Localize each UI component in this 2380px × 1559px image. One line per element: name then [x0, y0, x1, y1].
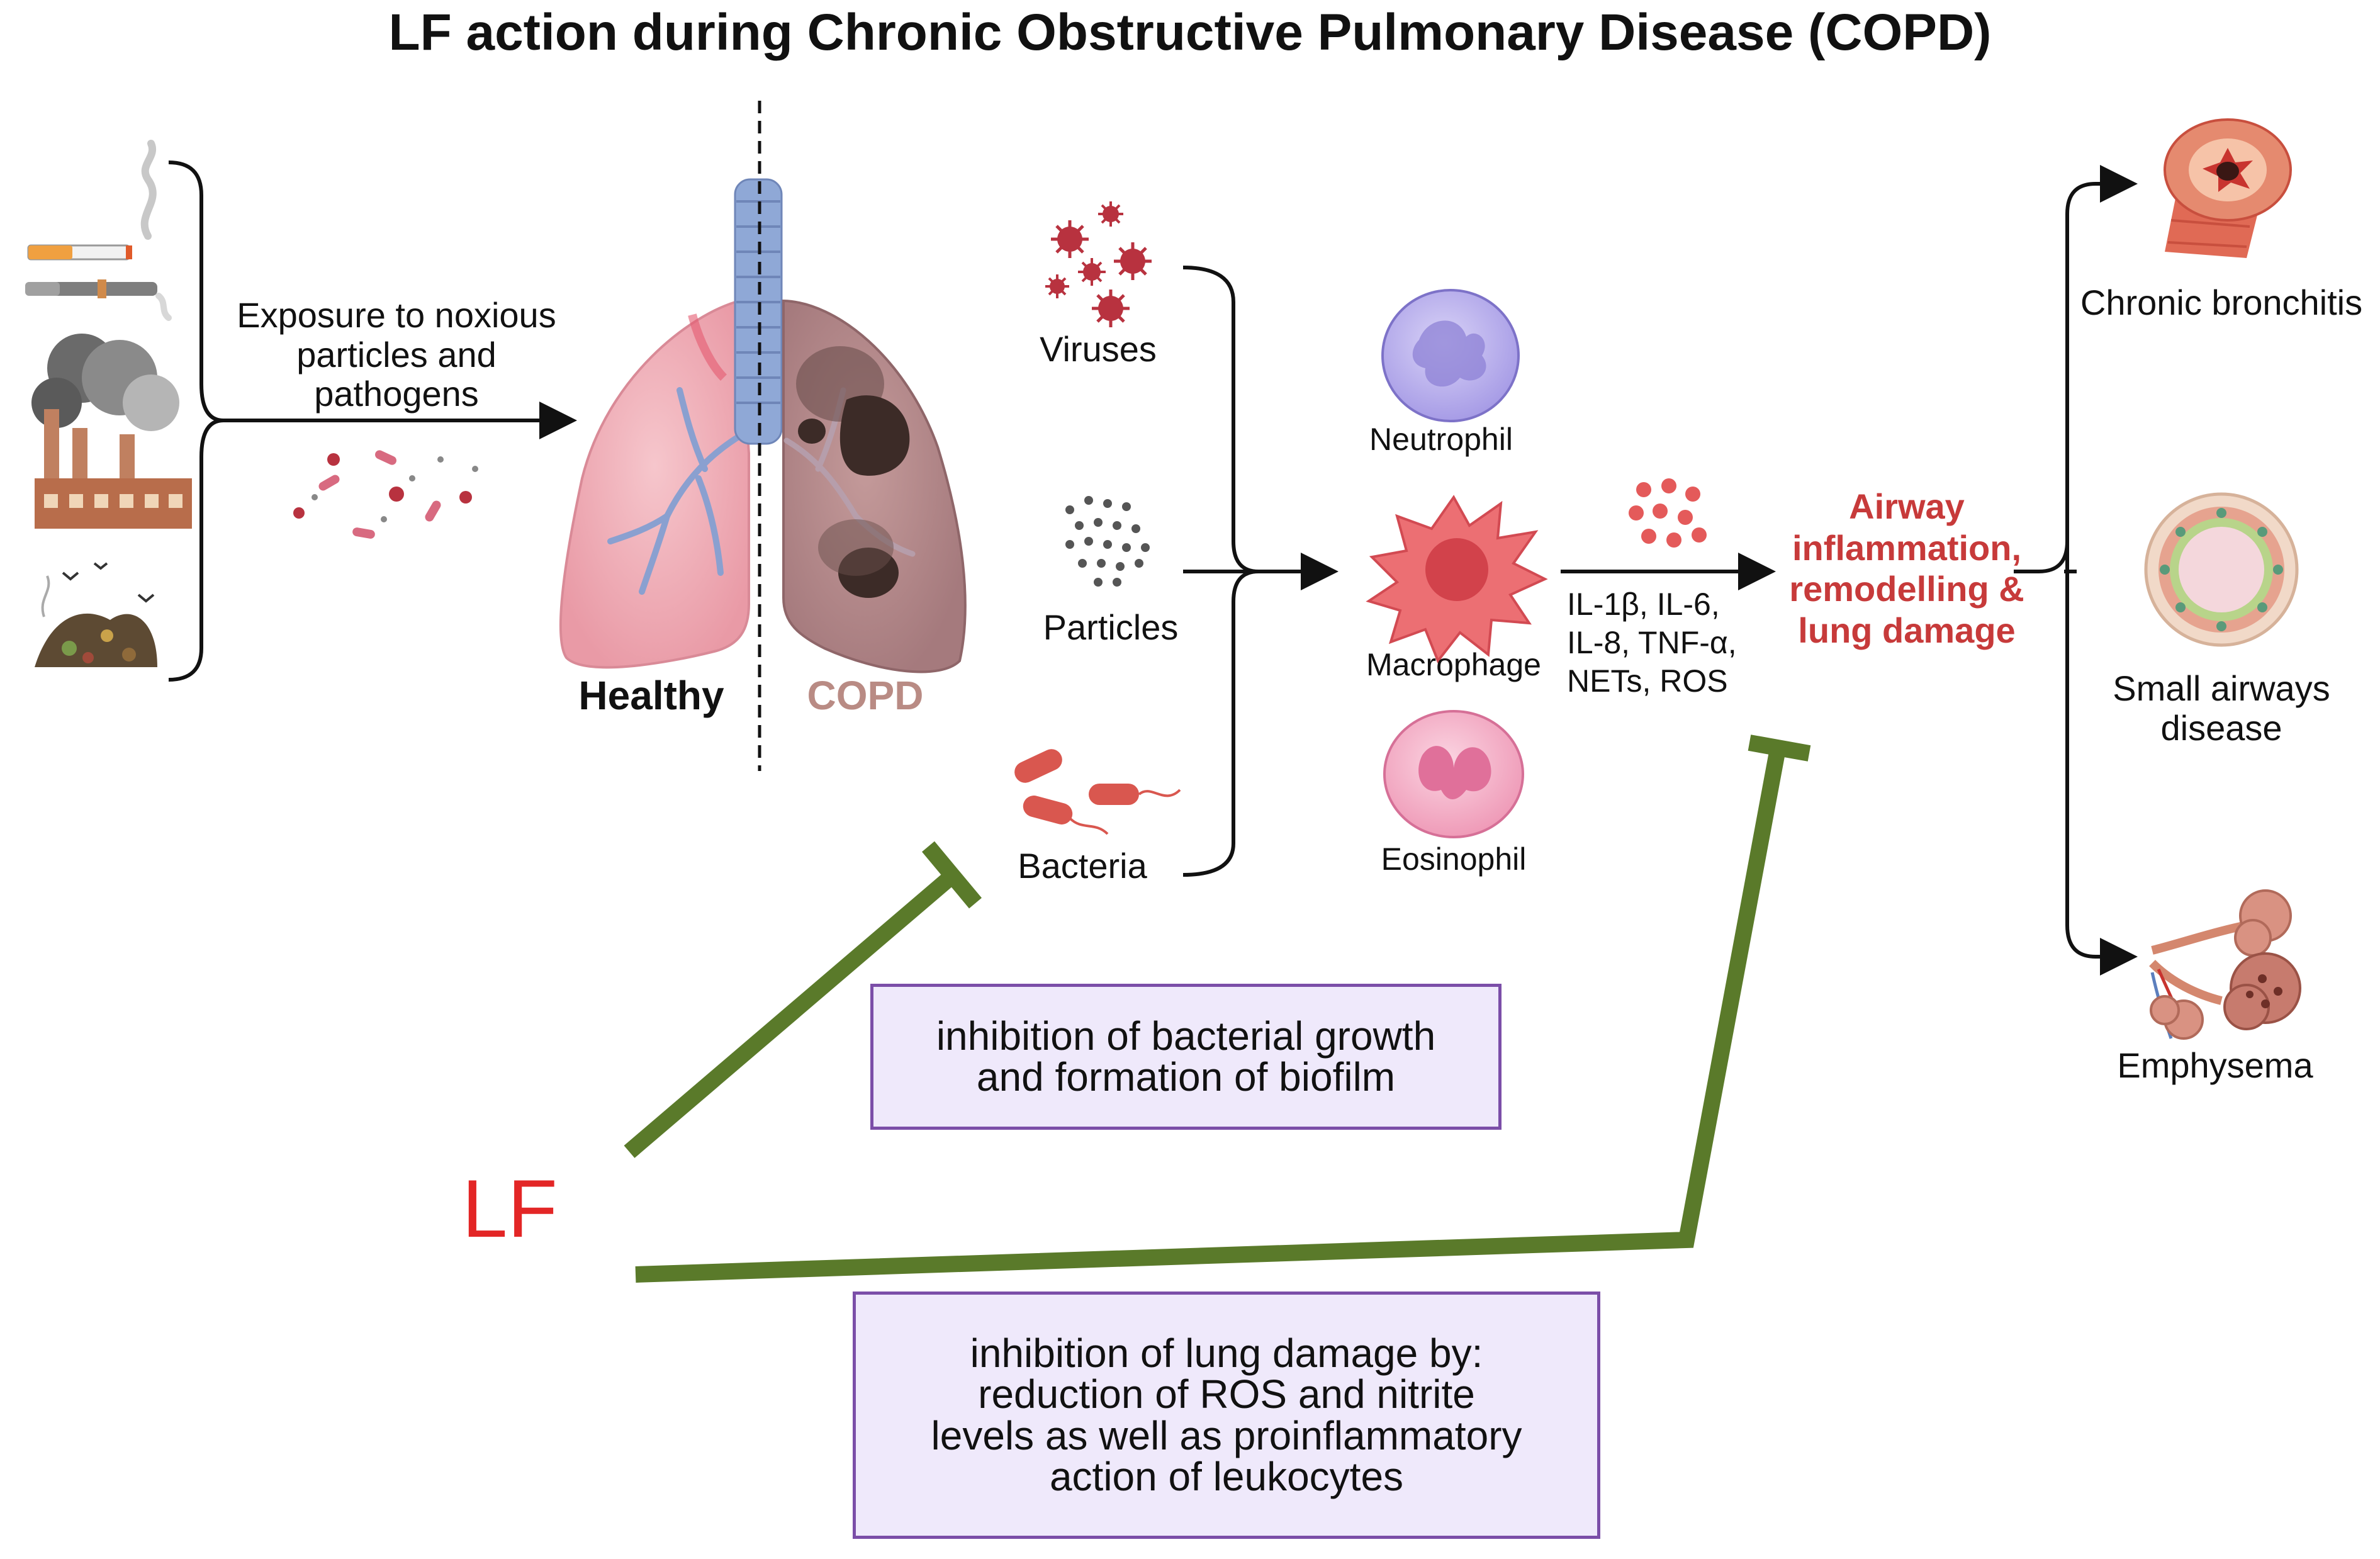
small-airways-line-1: Small airways: [2113, 668, 2330, 708]
macrophage-label: Macrophage: [1366, 647, 1541, 682]
lung-damage-inhibition-box: inhibition of lung damage by: reduction …: [853, 1292, 1600, 1539]
outcome-line-1: Airway: [1849, 487, 1965, 526]
healthy-lung-icon: [559, 299, 750, 669]
pathogen-cluster-icon: [293, 450, 478, 539]
mediators-line-1: IL-1β, IL-6,: [1567, 587, 1720, 622]
outcome-line-2: inflammation,: [1792, 527, 2022, 568]
chronic-bronchitis-label: Chronic bronchitis: [2080, 283, 2363, 322]
outcome-line-4: lung damage: [1798, 610, 2016, 650]
inhibition-arrow-lung-damage: [635, 734, 1811, 1283]
mediators-label: IL-1β, IL-6, IL-8, TNF-α, NETs, ROS: [1567, 585, 1737, 701]
copd-lung-icon: [782, 299, 967, 673]
exposure-line-1: Exposure to noxious: [237, 295, 556, 335]
exposure-line-3: pathogens: [314, 374, 479, 414]
cigarette-icon: [27, 140, 157, 261]
lung-box-line-1: inhibition of lung damage by:: [970, 1330, 1483, 1376]
exposure-line-2: particles and: [296, 334, 497, 374]
bacteria-label: Bacteria: [1018, 846, 1147, 886]
bronchus-icon: [2164, 118, 2292, 258]
eosinophil-label: Eosinophil: [1381, 841, 1527, 877]
e-cigarette-icon: [25, 279, 172, 321]
viruses-label: Viruses: [1040, 329, 1157, 369]
disease-brace: [2014, 182, 2121, 959]
particles-icon: [1065, 496, 1150, 587]
mediator-dots-icon: [1629, 478, 1707, 548]
virus-icon: [1045, 201, 1152, 327]
factory-pollution-icon: [31, 334, 192, 529]
bacterial-box-line-1: inhibition of bacterial growth: [936, 1013, 1436, 1059]
bacteria-icon: [1014, 749, 1181, 835]
macrophage-icon: [1366, 495, 1548, 663]
landfill-icon: [35, 562, 157, 667]
bacterial-box-line-2: and formation of biofilm: [976, 1054, 1396, 1100]
healthy-label: Healthy: [578, 673, 724, 718]
lf-label: LF: [462, 1162, 558, 1254]
inhibition-arrow-bacteria: [624, 841, 982, 1158]
exposure-brace: [168, 160, 224, 682]
mediators-line-3: NETs, ROS: [1567, 663, 1728, 699]
neutrophil-label: Neutrophil: [1369, 422, 1513, 457]
emphysema-alveoli-icon: [2149, 889, 2301, 1040]
lung-box-line-3: levels as well as proinflammatory: [931, 1412, 1522, 1458]
small-airways-line-2: disease: [2160, 707, 2282, 748]
emphysema-label: Emphysema: [2117, 1045, 2313, 1085]
bacterial-inhibition-box: inhibition of bacterial growth and forma…: [870, 984, 1502, 1130]
exposure-label: Exposure to noxious particles and pathog…: [201, 295, 592, 414]
particles-label: Particles: [1043, 607, 1179, 647]
lung-box-line-2: reduction of ROS and nitrite: [978, 1371, 1475, 1417]
outcome-label: Airway inflammation, remodelling & lung …: [1762, 486, 2052, 651]
small-airways-label: Small airways disease: [2077, 668, 2366, 748]
neutrophil-icon: [1381, 289, 1520, 422]
small-airway-icon: [2144, 492, 2299, 647]
copd-label: COPD: [807, 673, 924, 718]
lung-box-line-4: action of leukocytes: [1049, 1453, 1404, 1499]
outcome-line-3: remodelling &: [1789, 569, 2024, 609]
eosinophil-icon: [1383, 710, 1524, 838]
diagram-title: LF action during Chronic Obstructive Pul…: [388, 4, 1992, 61]
mediators-line-2: IL-8, TNF-α,: [1567, 625, 1737, 660]
